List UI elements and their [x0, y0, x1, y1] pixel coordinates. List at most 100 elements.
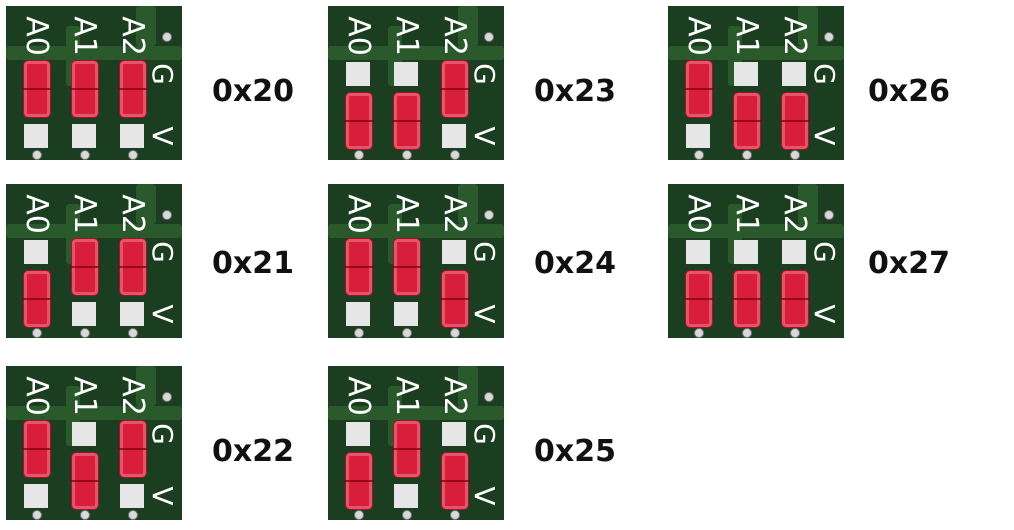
- voltage-label: V: [468, 486, 501, 506]
- via-hole: [162, 210, 172, 220]
- solder-jumper-a0: [344, 92, 374, 150]
- pcb-trace: [6, 406, 182, 420]
- pcb-trace: [328, 46, 504, 60]
- pcb-trace: [328, 406, 504, 420]
- ground-label: G: [468, 63, 501, 85]
- ground-label: G: [808, 63, 841, 85]
- via-hole: [354, 150, 364, 160]
- pin-label-a1: A1: [389, 194, 424, 234]
- via-hole: [790, 150, 800, 160]
- pin-label-a2: A2: [115, 194, 150, 234]
- pad-top: [734, 62, 758, 86]
- address-label: 0x20: [212, 74, 294, 109]
- via-hole: [354, 328, 364, 338]
- via-hole: [790, 328, 800, 338]
- pad-bottom: [120, 302, 144, 326]
- via-hole: [450, 510, 460, 520]
- address-label: 0x22: [212, 434, 294, 469]
- solder-jumper-a0: [344, 452, 374, 510]
- pad-top: [346, 62, 370, 86]
- pad-bottom: [120, 124, 144, 148]
- pad-top: [24, 240, 48, 264]
- voltage-label: V: [808, 304, 841, 324]
- pad-top: [782, 240, 806, 264]
- pin-label-a1: A1: [389, 376, 424, 416]
- solder-jumper-a2: [118, 420, 148, 478]
- ground-label: G: [468, 423, 501, 445]
- address-label: 0x24: [534, 246, 616, 281]
- pin-label-a1: A1: [389, 16, 424, 56]
- pad-bottom: [346, 302, 370, 326]
- solder-jumper-a2: [780, 92, 810, 150]
- voltage-label: V: [808, 126, 841, 146]
- pin-label-a2: A2: [437, 16, 472, 56]
- pad-top: [346, 422, 370, 446]
- solder-jumper-a1: [392, 420, 422, 478]
- pad-top: [782, 62, 806, 86]
- pin-label-a0: A0: [341, 194, 376, 234]
- pin-label-a0: A0: [19, 16, 54, 56]
- address-label: 0x21: [212, 246, 294, 281]
- solder-jumper-a1: [70, 238, 100, 296]
- ground-label: G: [146, 241, 179, 263]
- pad-bottom: [72, 124, 96, 148]
- ground-label: G: [808, 241, 841, 263]
- pad-bottom: [120, 484, 144, 508]
- solder-jumper-a0: [684, 60, 714, 118]
- solder-jumper-a2: [440, 270, 470, 328]
- pin-label-a2: A2: [115, 16, 150, 56]
- pad-bottom: [442, 124, 466, 148]
- pcb-trace: [6, 46, 182, 60]
- solder-jumper-a1: [392, 238, 422, 296]
- pcb-trace: [798, 184, 818, 224]
- via-hole: [694, 150, 704, 160]
- pcb-trace: [798, 6, 818, 46]
- solder-jumper-a1: [732, 92, 762, 150]
- pcb-trace: [668, 46, 844, 60]
- solder-jumper-a1: [392, 92, 422, 150]
- pin-label-a0: A0: [341, 16, 376, 56]
- via-hole: [694, 328, 704, 338]
- pcb-trace: [458, 6, 478, 46]
- pin-label-a2: A2: [437, 376, 472, 416]
- via-hole: [128, 510, 138, 520]
- pcb-trace: [6, 224, 182, 238]
- via-hole: [162, 32, 172, 42]
- solder-jumper-a1: [732, 270, 762, 328]
- pin-label-a2: A2: [115, 376, 150, 416]
- solder-jumper-a2: [440, 60, 470, 118]
- via-hole: [32, 510, 42, 520]
- pcb-trace: [668, 224, 844, 238]
- solder-jumper-a1: [70, 452, 100, 510]
- via-hole: [824, 210, 834, 220]
- via-hole: [80, 150, 90, 160]
- pin-label-a0: A0: [19, 376, 54, 416]
- pad-top: [442, 240, 466, 264]
- voltage-label: V: [468, 126, 501, 146]
- via-hole: [484, 32, 494, 42]
- pcb-trace: [136, 184, 156, 224]
- pcb-trace: [136, 366, 156, 406]
- pin-label-a2: A2: [437, 194, 472, 234]
- solder-jumper-a0: [22, 270, 52, 328]
- via-hole: [824, 32, 834, 42]
- solder-jumper-a0: [344, 238, 374, 296]
- pin-label-a2: A2: [777, 16, 812, 56]
- pin-label-a1: A1: [67, 376, 102, 416]
- via-hole: [742, 328, 752, 338]
- via-hole: [402, 510, 412, 520]
- via-hole: [450, 150, 460, 160]
- pin-label-a1: A1: [729, 16, 764, 56]
